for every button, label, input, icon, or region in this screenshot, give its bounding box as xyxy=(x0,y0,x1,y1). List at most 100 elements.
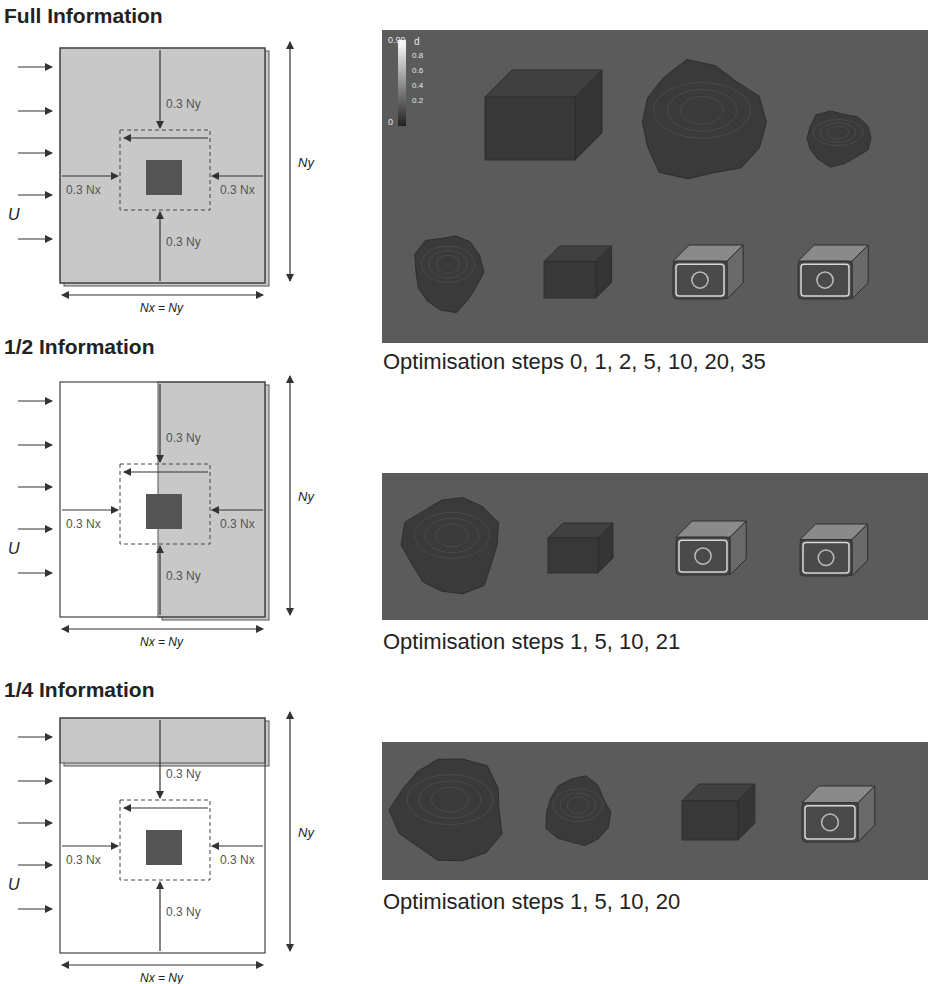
shape-render xyxy=(598,523,613,573)
domain-outline xyxy=(60,48,265,283)
contour xyxy=(415,512,490,558)
offset-label: 0.3 Ny xyxy=(166,570,201,583)
dimension-line xyxy=(62,845,118,846)
shape-render xyxy=(642,60,766,179)
offset-label: 0.3 Nx xyxy=(220,854,255,867)
colour-bar-value: 0.2 xyxy=(412,97,423,106)
dimension-line xyxy=(62,628,263,629)
shape-render xyxy=(546,776,611,846)
dimension-line xyxy=(289,712,290,951)
colour-bar xyxy=(398,40,406,126)
shape-render xyxy=(798,261,852,299)
obstacle xyxy=(146,830,182,865)
shape-render xyxy=(575,70,602,160)
caption: Optimisation steps 1, 5, 10, 20 xyxy=(383,890,680,914)
contour xyxy=(431,787,468,812)
colour-bar-value: 0.6 xyxy=(412,67,423,76)
dimension-line xyxy=(18,822,52,823)
highlight xyxy=(805,806,855,839)
dimension-line xyxy=(62,509,118,510)
offset-label: 0.3 Nx xyxy=(66,854,101,867)
dimension-line xyxy=(62,175,118,176)
shape-render xyxy=(730,521,746,575)
dimension-line xyxy=(124,137,208,138)
offset-label: 0.3 Nx xyxy=(66,184,101,197)
design-region xyxy=(120,130,210,210)
domain-outline xyxy=(60,382,265,617)
shape-render xyxy=(673,261,727,299)
dimension-line xyxy=(159,882,160,951)
offset-label: 0.3 Ny xyxy=(166,432,201,445)
dimension-line xyxy=(18,110,52,111)
dimension-line xyxy=(124,471,208,472)
dimension-line xyxy=(212,509,263,510)
contour xyxy=(654,83,751,139)
offset-label: 0.3 Ny xyxy=(166,236,201,249)
dimension-line xyxy=(18,486,52,487)
section-heading: 1/4 Information xyxy=(4,678,155,701)
design-region xyxy=(120,464,210,544)
colour-bar-value: 0 xyxy=(388,118,393,128)
shape-render xyxy=(682,801,738,840)
contour xyxy=(436,524,469,547)
dimension-line xyxy=(18,864,52,865)
contour xyxy=(421,246,474,282)
dimension-label: Ny xyxy=(298,490,314,504)
dimension-label: Nx = Ny xyxy=(140,972,183,984)
section-heading: Full Information xyxy=(4,4,163,27)
dimension-line xyxy=(18,400,52,401)
dimension-line xyxy=(159,212,160,281)
contour xyxy=(820,123,856,142)
dimension-line xyxy=(18,194,52,195)
dimension-line xyxy=(18,908,52,909)
shape-render xyxy=(807,111,871,167)
caption: Optimisation steps 0, 1, 2, 5, 10, 20, 3… xyxy=(383,350,766,374)
render-panel xyxy=(382,473,928,620)
shape-render xyxy=(852,245,868,299)
dimension-line xyxy=(159,546,160,615)
domain-outline xyxy=(60,718,265,953)
contour xyxy=(429,251,467,278)
contour xyxy=(681,96,723,124)
dimension-line xyxy=(124,807,208,808)
render-panel xyxy=(382,742,928,880)
highlight xyxy=(822,814,839,831)
offset-label: 0.3 Ny xyxy=(166,906,201,919)
shape-render xyxy=(802,803,858,842)
contour xyxy=(425,518,479,553)
contour xyxy=(553,789,603,822)
dimension-line xyxy=(18,66,52,67)
dimension-line xyxy=(159,384,160,462)
shape-render xyxy=(596,246,612,298)
highlight xyxy=(695,548,711,564)
dimension-line xyxy=(159,50,160,128)
dimension-line xyxy=(18,444,52,445)
design-region xyxy=(120,800,210,880)
shape-render xyxy=(485,97,575,160)
shape-render xyxy=(548,538,598,573)
highlight xyxy=(818,550,834,566)
offset-label: 0.3 Ny xyxy=(166,98,201,111)
dimension-line xyxy=(18,736,52,737)
shape-render xyxy=(415,236,484,313)
colour-bar-title: d xyxy=(414,36,420,47)
shape-render xyxy=(858,786,875,842)
domain-shade xyxy=(60,718,265,763)
dimension-line xyxy=(212,175,263,176)
dimension-line xyxy=(289,376,290,615)
dimension-line xyxy=(18,152,52,153)
offset-label: 0.3 Nx xyxy=(66,518,101,531)
shape-render xyxy=(544,262,596,298)
dimension-line xyxy=(18,780,52,781)
highlight xyxy=(817,272,833,288)
velocity-symbol: U xyxy=(8,876,20,894)
velocity-symbol: U xyxy=(8,206,20,224)
dimension-label: Nx = Ny xyxy=(140,302,183,315)
offset-label: 0.3 Nx xyxy=(220,518,255,531)
contour xyxy=(560,793,596,817)
contour xyxy=(827,126,849,139)
shape-render xyxy=(727,245,743,299)
highlight xyxy=(679,540,727,572)
contour xyxy=(567,797,589,813)
